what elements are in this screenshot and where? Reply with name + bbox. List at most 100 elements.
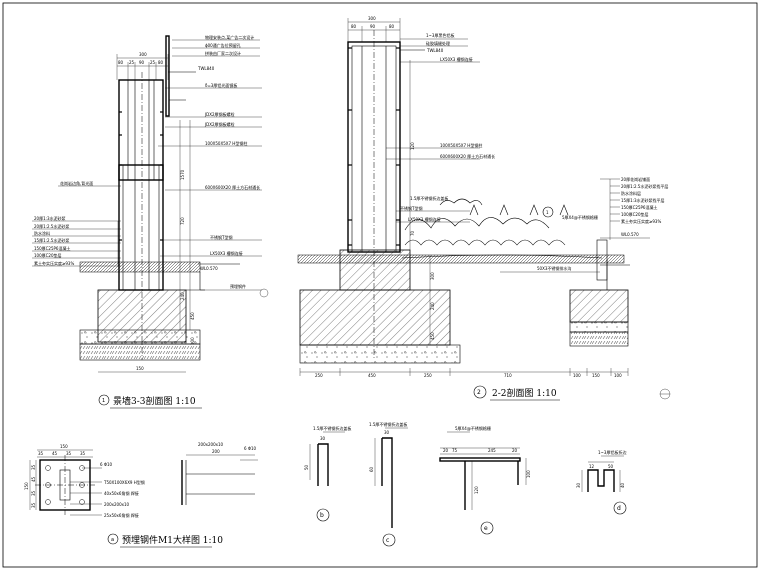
marker-33: [98, 394, 110, 406]
note-22-r-1: 20厚1:2.5水泥砂浆找平层: [621, 183, 668, 189]
dim-33-top-4: 25: [150, 60, 156, 65]
vdim-22-0: 120: [410, 142, 415, 150]
note-22-m-3: 5厚X4@不锈钢格栅: [562, 214, 598, 220]
note-33-l-7: 素土夯实压实度≥93%: [34, 260, 74, 266]
dim-d-3: 40: [620, 482, 625, 488]
note-22-m-2: LX50X3 槽钢连接: [408, 216, 441, 222]
note-22-r-0: 20厚花岗岩铺面: [621, 176, 650, 182]
dim-a-side-4: 35: [31, 502, 36, 508]
note-22-r-3: 15厚1:3水泥砂浆找平层: [621, 197, 665, 203]
note-22-r-6: 素土夯实压实度≥93%: [621, 218, 661, 224]
detail-c: 60 30 1.5厚不锈钢折边盖板 c: [369, 421, 408, 547]
marker-a-text: a: [111, 537, 114, 543]
callout-33-3: δ=3厚铝光面镜板: [205, 82, 237, 88]
note-33-l-3: 防水涂料: [34, 230, 50, 236]
dim-a-side-1: 35: [31, 464, 36, 470]
elev-a-mark: 6 Φ10: [244, 446, 257, 451]
marker-e: [480, 521, 494, 535]
elev-a-dim-1: 200: [212, 449, 220, 454]
dim-22-top-3: 80: [389, 24, 395, 29]
dim-33-top-2: 25: [129, 60, 135, 65]
vdim-22-3: 240: [430, 302, 435, 310]
marker-33-text: 1: [102, 398, 105, 404]
note-a-2: 200x200x10: [104, 502, 130, 507]
detail-a: 150 35 45 35 35 150 35 45 35 35 6 Φ10 T5…: [24, 442, 258, 548]
callout-33-6: 100X50X5X7 H型钢柱: [205, 140, 247, 146]
dim-a-top-2: 45: [52, 451, 58, 456]
dim-33-top-0: 300: [139, 52, 147, 57]
dim-22-top-2: 90: [370, 24, 376, 29]
level-33-top: TWL840: [197, 66, 215, 71]
section-22: 300 80 90 80 TWL840: [297, 16, 671, 401]
dim-a-top-0: 150: [60, 444, 68, 449]
bdim-22-0: 250: [315, 373, 323, 378]
detail-b: 50 30 1.5厚不锈钢折边盖板 b: [304, 425, 351, 522]
note-33-l-6: 100厚C20垫层: [34, 252, 62, 258]
gutter-note-22: 50X3不锈钢排水沟: [537, 265, 571, 271]
marker-d: [613, 501, 627, 515]
dim-d-0: 12: [589, 464, 595, 469]
note-33-r-0: 不锈钢T型钢: [210, 234, 232, 240]
callout-33-7: 600X600X20 厚土方石材通长: [205, 184, 260, 190]
dim-e-0: 20: [443, 448, 449, 453]
callout-33-1: ϕ00通广告位预留孔: [205, 42, 241, 48]
level-22-right: WL0.570: [621, 232, 639, 237]
section-33: 300 80 25 90 25 80 WL0: [32, 34, 269, 409]
dim-33-top-1: 80: [118, 60, 124, 65]
footing-note-33: 预埋钢件: [230, 283, 246, 289]
bdim-22-4: 100: [573, 373, 581, 378]
title-a: 预埋钢件M1大样图 1:10: [122, 534, 223, 546]
dim-d-2: 30: [576, 482, 581, 488]
note-33-l-4: 15厚1:2.5水泥砂浆: [34, 237, 69, 243]
dim-a-top-3: 35: [66, 451, 72, 456]
marker-e-text: e: [484, 525, 488, 532]
bdim-22-2: 250: [424, 373, 432, 378]
callout-22-0: 1~3厚黑色铝板: [426, 32, 454, 38]
vdim-33-3: 450: [190, 312, 195, 320]
note-22-r-2: 防水涂料层: [621, 190, 641, 196]
marker-b: [316, 508, 330, 522]
callout-22-1: 硅胶填缝处理: [426, 40, 450, 46]
marker-22-inline: [542, 206, 554, 218]
dim-c-0: 60: [369, 466, 374, 472]
vdim-33-0: 1570: [180, 169, 185, 180]
note-a-3: 25x50x6角钢 焊接: [104, 512, 139, 518]
bdim-22-6: 100: [614, 373, 622, 378]
note-33-l-0: 花岗岩边角,背光面: [60, 180, 93, 186]
bdim-22-5: 150: [592, 373, 600, 378]
dim-e-1: 75: [452, 448, 458, 453]
note-22-m-1: 不锈钢T型钢: [400, 205, 422, 211]
note-a-1: 40x50x6角钢 焊接: [104, 490, 139, 496]
note-33-r-1: LX50X3 槽钢连接: [210, 250, 243, 256]
detail-e: 5厚X4@不锈钢格栅 20 75 245 20 120 100 e: [439, 425, 531, 535]
level-22-top: TWL840: [426, 48, 444, 53]
vdim-33-1: 720: [180, 217, 185, 225]
dim-e-4: 120: [474, 486, 479, 494]
vdim-33-4: 100: [190, 337, 195, 345]
note-a-0: T50X100X6X9 H型钢: [103, 479, 145, 485]
dim-a-top-1: 35: [38, 451, 44, 456]
vdim-22-4: 450: [430, 332, 435, 340]
label-e: 5厚X4@不锈钢格栅: [455, 425, 491, 431]
level-33-mid: WL0.570: [200, 266, 218, 271]
dim-a-side-3: 35: [31, 490, 36, 496]
dim-b-1: 30: [320, 436, 326, 441]
dim-d-1: 50: [608, 464, 614, 469]
note-22-r-4: 150厚C25P6混凝土: [621, 204, 657, 210]
dim-33-top-5: 80: [158, 60, 164, 65]
note-22-m-0: 1.5厚不锈钢折边盖板: [410, 195, 448, 201]
marker-22-inline-text: 1: [546, 210, 549, 215]
label-d: 1~3厚铝板折边: [598, 449, 626, 455]
callout-33-0: 物理安装点,某广告二次设计: [205, 34, 254, 40]
dim-e-2: 245: [488, 448, 496, 453]
bdim-22-3: 710: [504, 373, 512, 378]
bdim-33-0: 150: [136, 366, 144, 371]
callout-22-2: LX50X3 槽钢连接: [440, 56, 473, 62]
vdim-22-2: 300: [430, 272, 435, 280]
note-22-r-5: 100厚C20垫层: [621, 211, 649, 217]
elev-a-dim-0: 200x200x10: [198, 442, 224, 447]
dim-a-side-0: 150: [24, 482, 29, 490]
dim-22-top-1: 80: [351, 24, 357, 29]
